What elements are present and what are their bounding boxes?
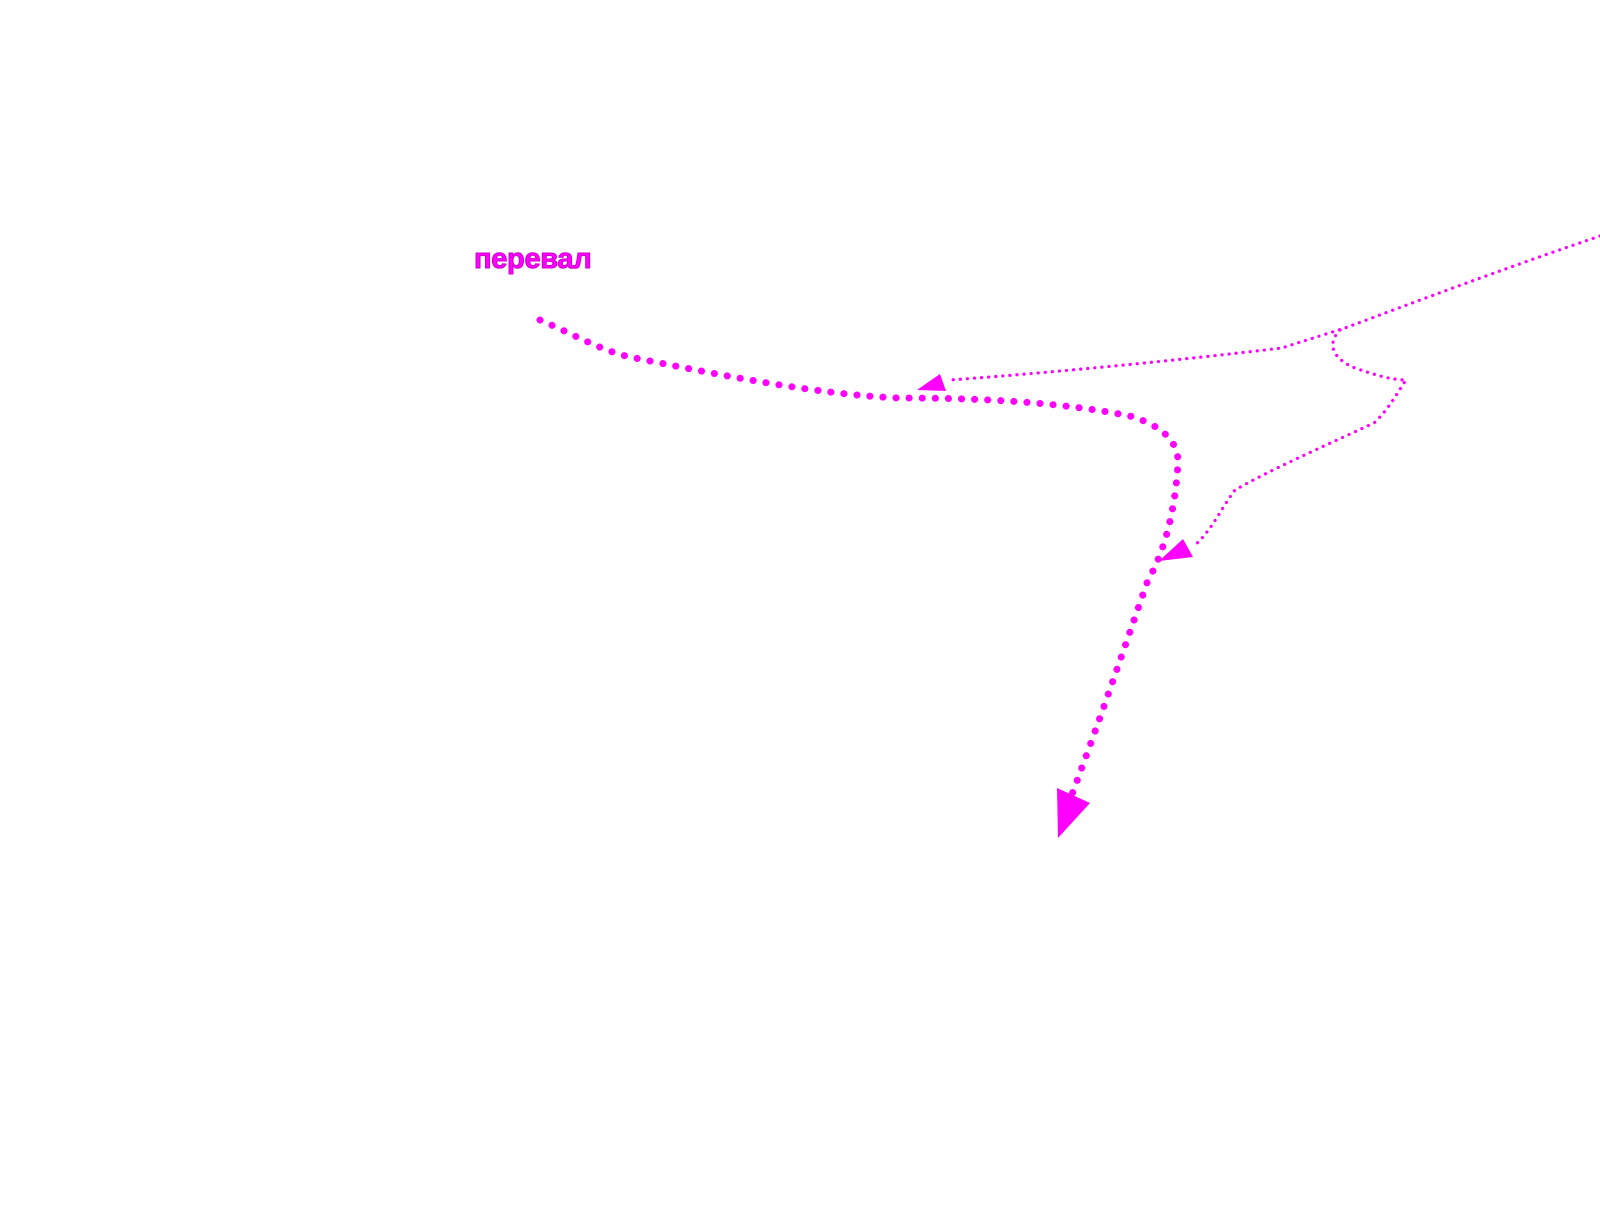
branch-route-south-path — [1193, 328, 1409, 547]
pass-label: перевал — [473, 243, 592, 276]
branch-route-south-arrow-icon — [1159, 539, 1193, 561]
branch-route-west-arrow-icon — [917, 374, 946, 391]
branch-route-west-path — [948, 234, 1600, 382]
main-route-path — [536, 316, 1182, 809]
main-route-arrow-icon — [1057, 788, 1090, 838]
